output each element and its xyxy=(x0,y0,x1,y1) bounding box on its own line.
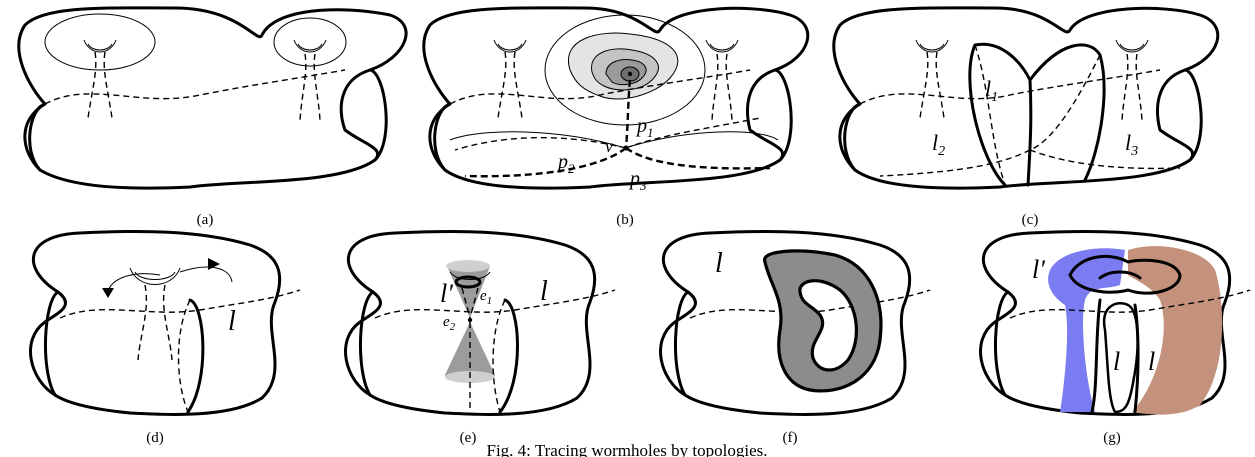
panel-f: l (f) xyxy=(661,231,930,446)
panel-b-tunnel-left xyxy=(498,52,522,118)
panel-b: v p1 p2 p3 (b) xyxy=(424,8,808,228)
panel-g: l′ l l (g) xyxy=(981,231,1250,446)
panel-d-loop-l-hidden xyxy=(178,300,190,412)
panel-c-tunnel-right xyxy=(1122,54,1142,120)
panel-e-label-l: l xyxy=(540,276,548,307)
panel-a-contour-left xyxy=(45,14,155,70)
panel-e-point-e2 xyxy=(468,318,472,322)
panel-g-cut-left xyxy=(1092,300,1100,412)
panel-d-surface-outline xyxy=(31,231,280,414)
panel-a-surface-outline xyxy=(19,8,406,188)
panel-b-path-p3 xyxy=(465,148,770,176)
panel-g-label-l-a: l xyxy=(1113,347,1120,376)
panel-c-surface-outline xyxy=(834,8,1218,188)
panel-d: l (d) xyxy=(31,231,300,446)
panel-b-peak-point xyxy=(628,72,632,76)
panel-e-cone-top-cap xyxy=(446,260,490,272)
panel-c-loop-l1 xyxy=(970,44,1030,185)
panel-b-label: (b) xyxy=(616,212,634,228)
panel-e-label-lprime: l′ xyxy=(440,279,453,308)
panel-d-tunnel xyxy=(138,285,172,360)
panel-d-arrow-left-head xyxy=(102,288,114,298)
panel-d-label: (d) xyxy=(146,430,164,446)
panel-c-back-seam xyxy=(860,70,1160,104)
panel-c-handle-right xyxy=(1116,40,1148,52)
panel-e-loop-l xyxy=(500,300,518,412)
panel-d-left-rim xyxy=(45,292,58,395)
panel-b-label-p2: p2 xyxy=(556,151,575,176)
panel-e: l′ e1 e2 l (e) xyxy=(346,231,615,446)
panel-b-path-p2 xyxy=(455,138,626,150)
panel-e-label: (e) xyxy=(460,430,477,446)
panel-d-arrow-right xyxy=(180,267,232,282)
panel-g-label-l-b: l xyxy=(1148,347,1155,376)
panel-a-label: (a) xyxy=(197,212,214,228)
panel-b-tunnel-right xyxy=(712,54,732,120)
panel-a-handle-left xyxy=(84,40,116,52)
panel-c-loop-l3 xyxy=(1030,45,1104,180)
panel-c-label-l3: l3 xyxy=(1125,130,1138,159)
panel-c-tunnel-left xyxy=(920,52,944,118)
panel-e-label-e1: e1 xyxy=(480,288,492,307)
panel-b-label-p3: p3 xyxy=(628,168,647,193)
panel-c-label-l2: l2 xyxy=(932,130,945,159)
panel-d-back-seam xyxy=(60,290,300,318)
panel-c: l1 l2 l3 (c) xyxy=(834,8,1218,228)
panel-e-label-e2: e2 xyxy=(443,314,456,333)
panel-a-tunnel-left xyxy=(88,52,112,118)
panel-g-brown-region xyxy=(1128,246,1222,415)
panel-a-back-seam xyxy=(45,70,345,104)
panel-a-contour-right xyxy=(274,18,346,66)
panel-c-label-l1: l1 xyxy=(985,76,998,105)
panel-b-handle-right xyxy=(706,40,738,52)
panel-e-left-rim xyxy=(360,292,373,395)
panel-f-label-l: l xyxy=(715,248,723,279)
panel-d-loop-l xyxy=(188,300,203,412)
panel-b-label-v: v xyxy=(605,136,613,156)
panel-f-gray-band xyxy=(765,251,881,391)
panel-b-vertex-v xyxy=(624,146,629,151)
panel-g-left-rim xyxy=(995,292,1008,395)
panel-g-label: (g) xyxy=(1103,430,1121,446)
panel-g-label-lprime: l′ xyxy=(1032,255,1045,284)
panel-a: (a) xyxy=(19,8,406,228)
panel-c-handle-left xyxy=(916,40,948,52)
panel-e-loop-l-hidden xyxy=(493,300,505,412)
panel-g-white-gap xyxy=(1104,303,1137,412)
panel-d-label-l: l xyxy=(228,306,236,337)
panel-e-back-seam xyxy=(375,290,615,318)
panel-d-arrow-left xyxy=(108,274,160,292)
panel-a-handle-right xyxy=(294,40,326,52)
panel-d-handle xyxy=(130,268,180,285)
panel-a-tunnel-right xyxy=(300,54,320,120)
panel-f-label: (f) xyxy=(783,430,798,446)
panel-b-label-p1: p1 xyxy=(635,115,654,140)
panel-b-handle-left xyxy=(494,40,526,52)
panel-f-left-rim xyxy=(675,292,688,395)
figure-caption: Fig. 4: Tracing wormholes by topologies. xyxy=(487,441,768,457)
panel-c-label: (c) xyxy=(1022,212,1039,228)
